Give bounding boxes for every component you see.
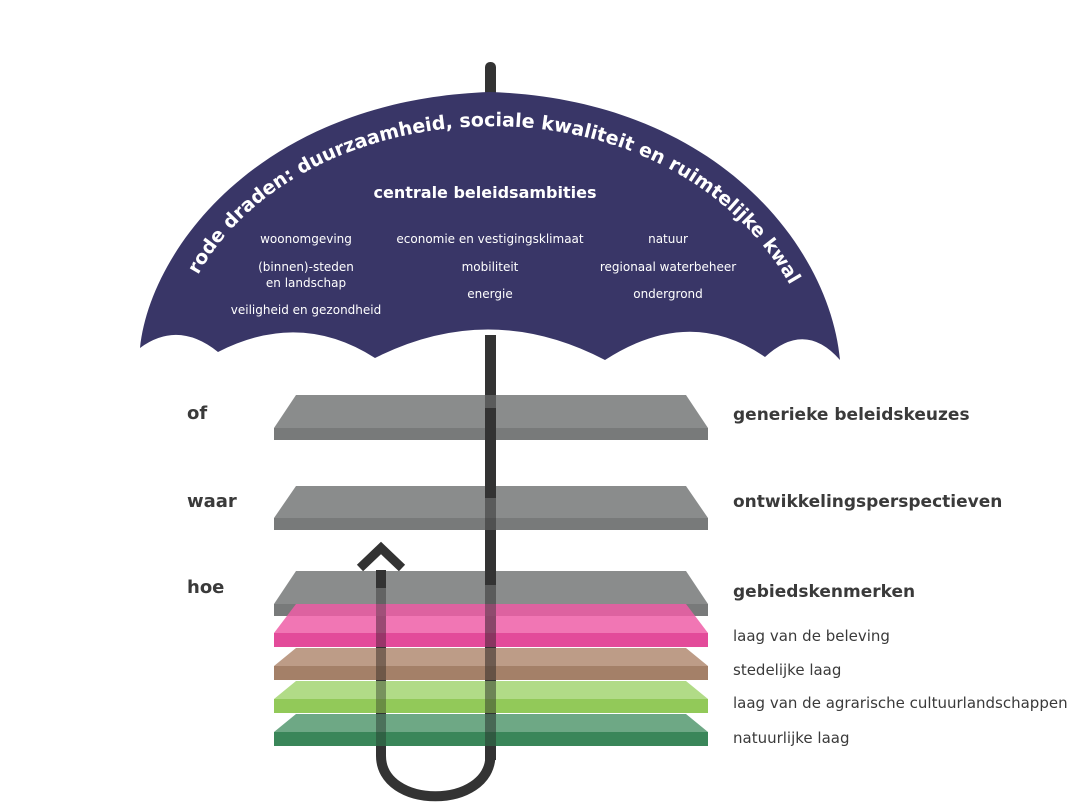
ambition-veiligheid: veiligheid en gezondheid bbox=[231, 303, 381, 317]
ambition-ondergrond: ondergrond bbox=[633, 287, 703, 301]
plate-ontwikkeling bbox=[274, 486, 708, 530]
umbrella-handle bbox=[375, 570, 496, 802]
question-waar: waar bbox=[187, 491, 237, 512]
ambition-economie: economie en vestigingsklimaat bbox=[396, 232, 584, 246]
plate-agrarisch bbox=[274, 681, 708, 713]
level-ontwikkelingsperspectieven: ontwikkelingsperspectieven bbox=[733, 492, 1002, 512]
ambition-mobiliteit: mobiliteit bbox=[462, 260, 519, 274]
question-hoe: hoe bbox=[187, 577, 224, 598]
ambition-binnensteden: (binnen)-steden bbox=[258, 260, 354, 274]
plate-natuurlijk bbox=[274, 714, 708, 746]
plate-beleving bbox=[274, 604, 708, 647]
layer-stedelijk: stedelijke laag bbox=[733, 661, 841, 679]
level-gebiedskenmerken: gebiedskenmerken bbox=[733, 582, 915, 602]
umbrella-canopy bbox=[140, 92, 840, 360]
umbrella-handle-overlay bbox=[376, 570, 386, 750]
layer-agrarisch: laag van de agrarische cultuurlandschapp… bbox=[733, 694, 1068, 712]
ambition-natuur: natuur bbox=[648, 232, 688, 246]
layer-beleving: laag van de beleving bbox=[733, 627, 890, 645]
ambition-energie: energie bbox=[467, 287, 512, 301]
level-generieke-beleidskeuzes: generieke beleidskeuzes bbox=[733, 405, 970, 425]
question-of: of bbox=[187, 403, 207, 424]
shaft-segment-1 bbox=[485, 408, 496, 498]
ambition-woonomgeving: woonomgeving bbox=[260, 232, 352, 246]
ambition-waterbeheer: regionaal waterbeheer bbox=[600, 260, 736, 274]
layer-natuurlijk: natuurlijke laag bbox=[733, 729, 849, 747]
handle-segment bbox=[376, 570, 386, 588]
umbrella-tip bbox=[485, 62, 496, 102]
ambitions-title: centrale beleidsambities bbox=[374, 183, 597, 202]
up-arrow-icon bbox=[356, 541, 406, 572]
shaft-segment-2 bbox=[485, 530, 496, 585]
plate-stedelijk bbox=[274, 648, 708, 680]
ambition-landschap: en landschap bbox=[266, 276, 346, 290]
